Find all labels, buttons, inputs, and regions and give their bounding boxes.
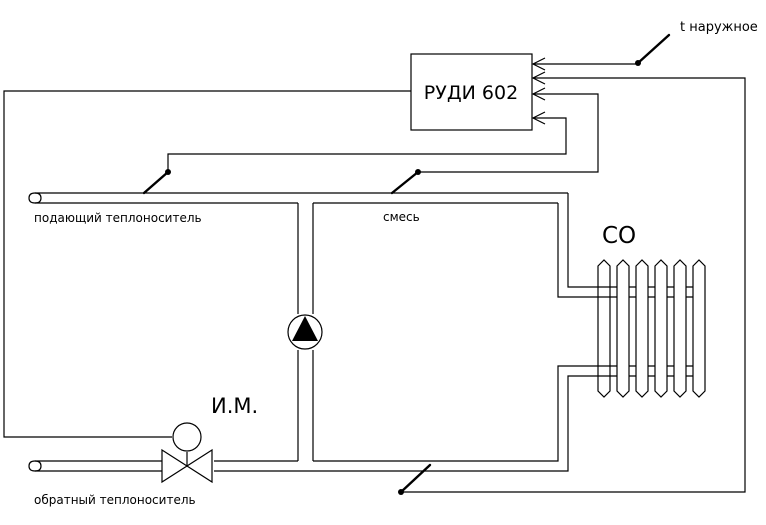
actuator-label: И.М. — [211, 394, 258, 418]
controller-label: РУДИ 602 — [424, 82, 518, 104]
supply-pipe — [28, 169, 568, 204]
controller-input-arrows — [531, 57, 546, 125]
supply-to-radiator-inner — [557, 203, 610, 298]
mix-sensor-wire — [418, 93, 599, 173]
circulation-pump — [287, 314, 323, 350]
mix-label: смесь — [383, 210, 420, 224]
return-pipe — [28, 460, 432, 495]
supply-label: подающий теплоноситель — [34, 211, 202, 225]
return-from-radiator-inner — [313, 365, 610, 462]
radiator-label: СО — [602, 223, 636, 249]
controller-ruddi-602: РУДИ 602 — [410, 53, 546, 131]
outdoor-temperature-sensor: t наружное — [533, 20, 758, 66]
supply-sensor-wire — [167, 117, 567, 172]
supply-to-radiator-outer — [567, 193, 610, 288]
return-label: обратный теплоноситель — [34, 493, 196, 507]
radiator — [597, 259, 706, 398]
return-from-radiator-outer — [214, 375, 610, 472]
actuator-control-wire — [3, 90, 411, 438]
mixing-valve — [161, 422, 213, 484]
pump-bypass-line — [214, 203, 314, 462]
outdoor-sensor-label: t наружное — [680, 20, 758, 35]
return-sensor-wire — [401, 77, 746, 493]
